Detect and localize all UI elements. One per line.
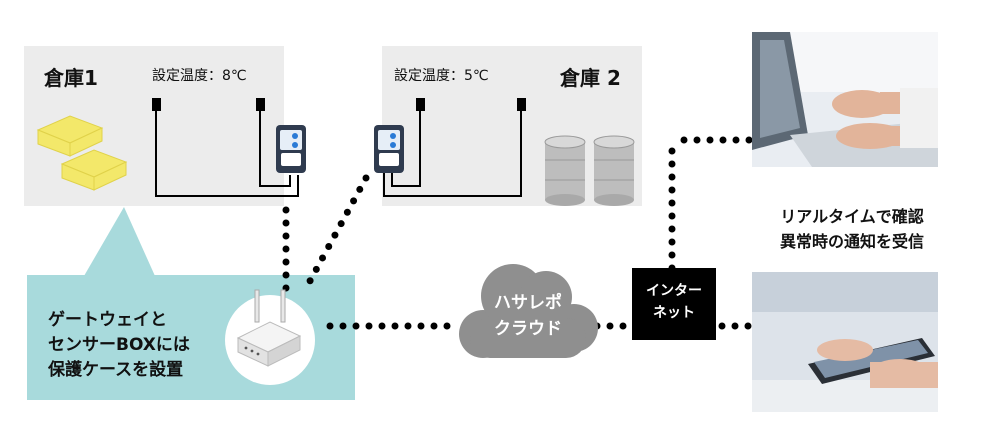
gateway-note-line-3: 保護ケースを設置 (48, 360, 184, 380)
sensor-wire-2 (383, 98, 526, 197)
realtime-caption-line-2: 異常時の通知を受信 (779, 232, 924, 251)
gateway-note-line-1: ゲートウェイと (48, 310, 167, 330)
warehouse-2-setting: 設定温度：5℃ (394, 68, 489, 84)
warehouse-2-title: 倉庫 2 (560, 66, 621, 90)
internet-box: インター ネット (632, 268, 716, 340)
internet-label-line-2: ネット (653, 305, 695, 321)
cloud-icon (459, 264, 598, 358)
smartphone-photo (752, 272, 938, 412)
warehouse-1-setting: 設定温度：8℃ (152, 68, 247, 84)
laptop-photo (752, 32, 938, 167)
realtime-caption-line-1: リアルタイムで確認 (780, 207, 924, 226)
realtime-caption: リアルタイムで確認 異常時の通知を受信 (752, 204, 952, 254)
gateway-note-line-2: センサーBOXには (48, 335, 190, 355)
sensor-box-icon (276, 125, 306, 173)
drum-icon (544, 135, 635, 206)
warehouse-1-title: 倉庫1 (44, 66, 98, 90)
cloud-label-line-2: クラウド (494, 319, 562, 339)
internet-label-line-1: インター (646, 283, 702, 299)
router-icon (236, 289, 302, 367)
cloud-label: ハサレポ クラウド (470, 290, 586, 342)
gateway-note: ゲートウェイと センサーBOXには 保護ケースを設置 (48, 308, 190, 383)
dotted-link (282, 136, 756, 330)
cloud-label-line-1: ハサレポ (494, 293, 562, 313)
tray-icon (36, 115, 128, 191)
sensor-box-icon (374, 125, 404, 173)
sensor-wire-1 (152, 98, 299, 197)
